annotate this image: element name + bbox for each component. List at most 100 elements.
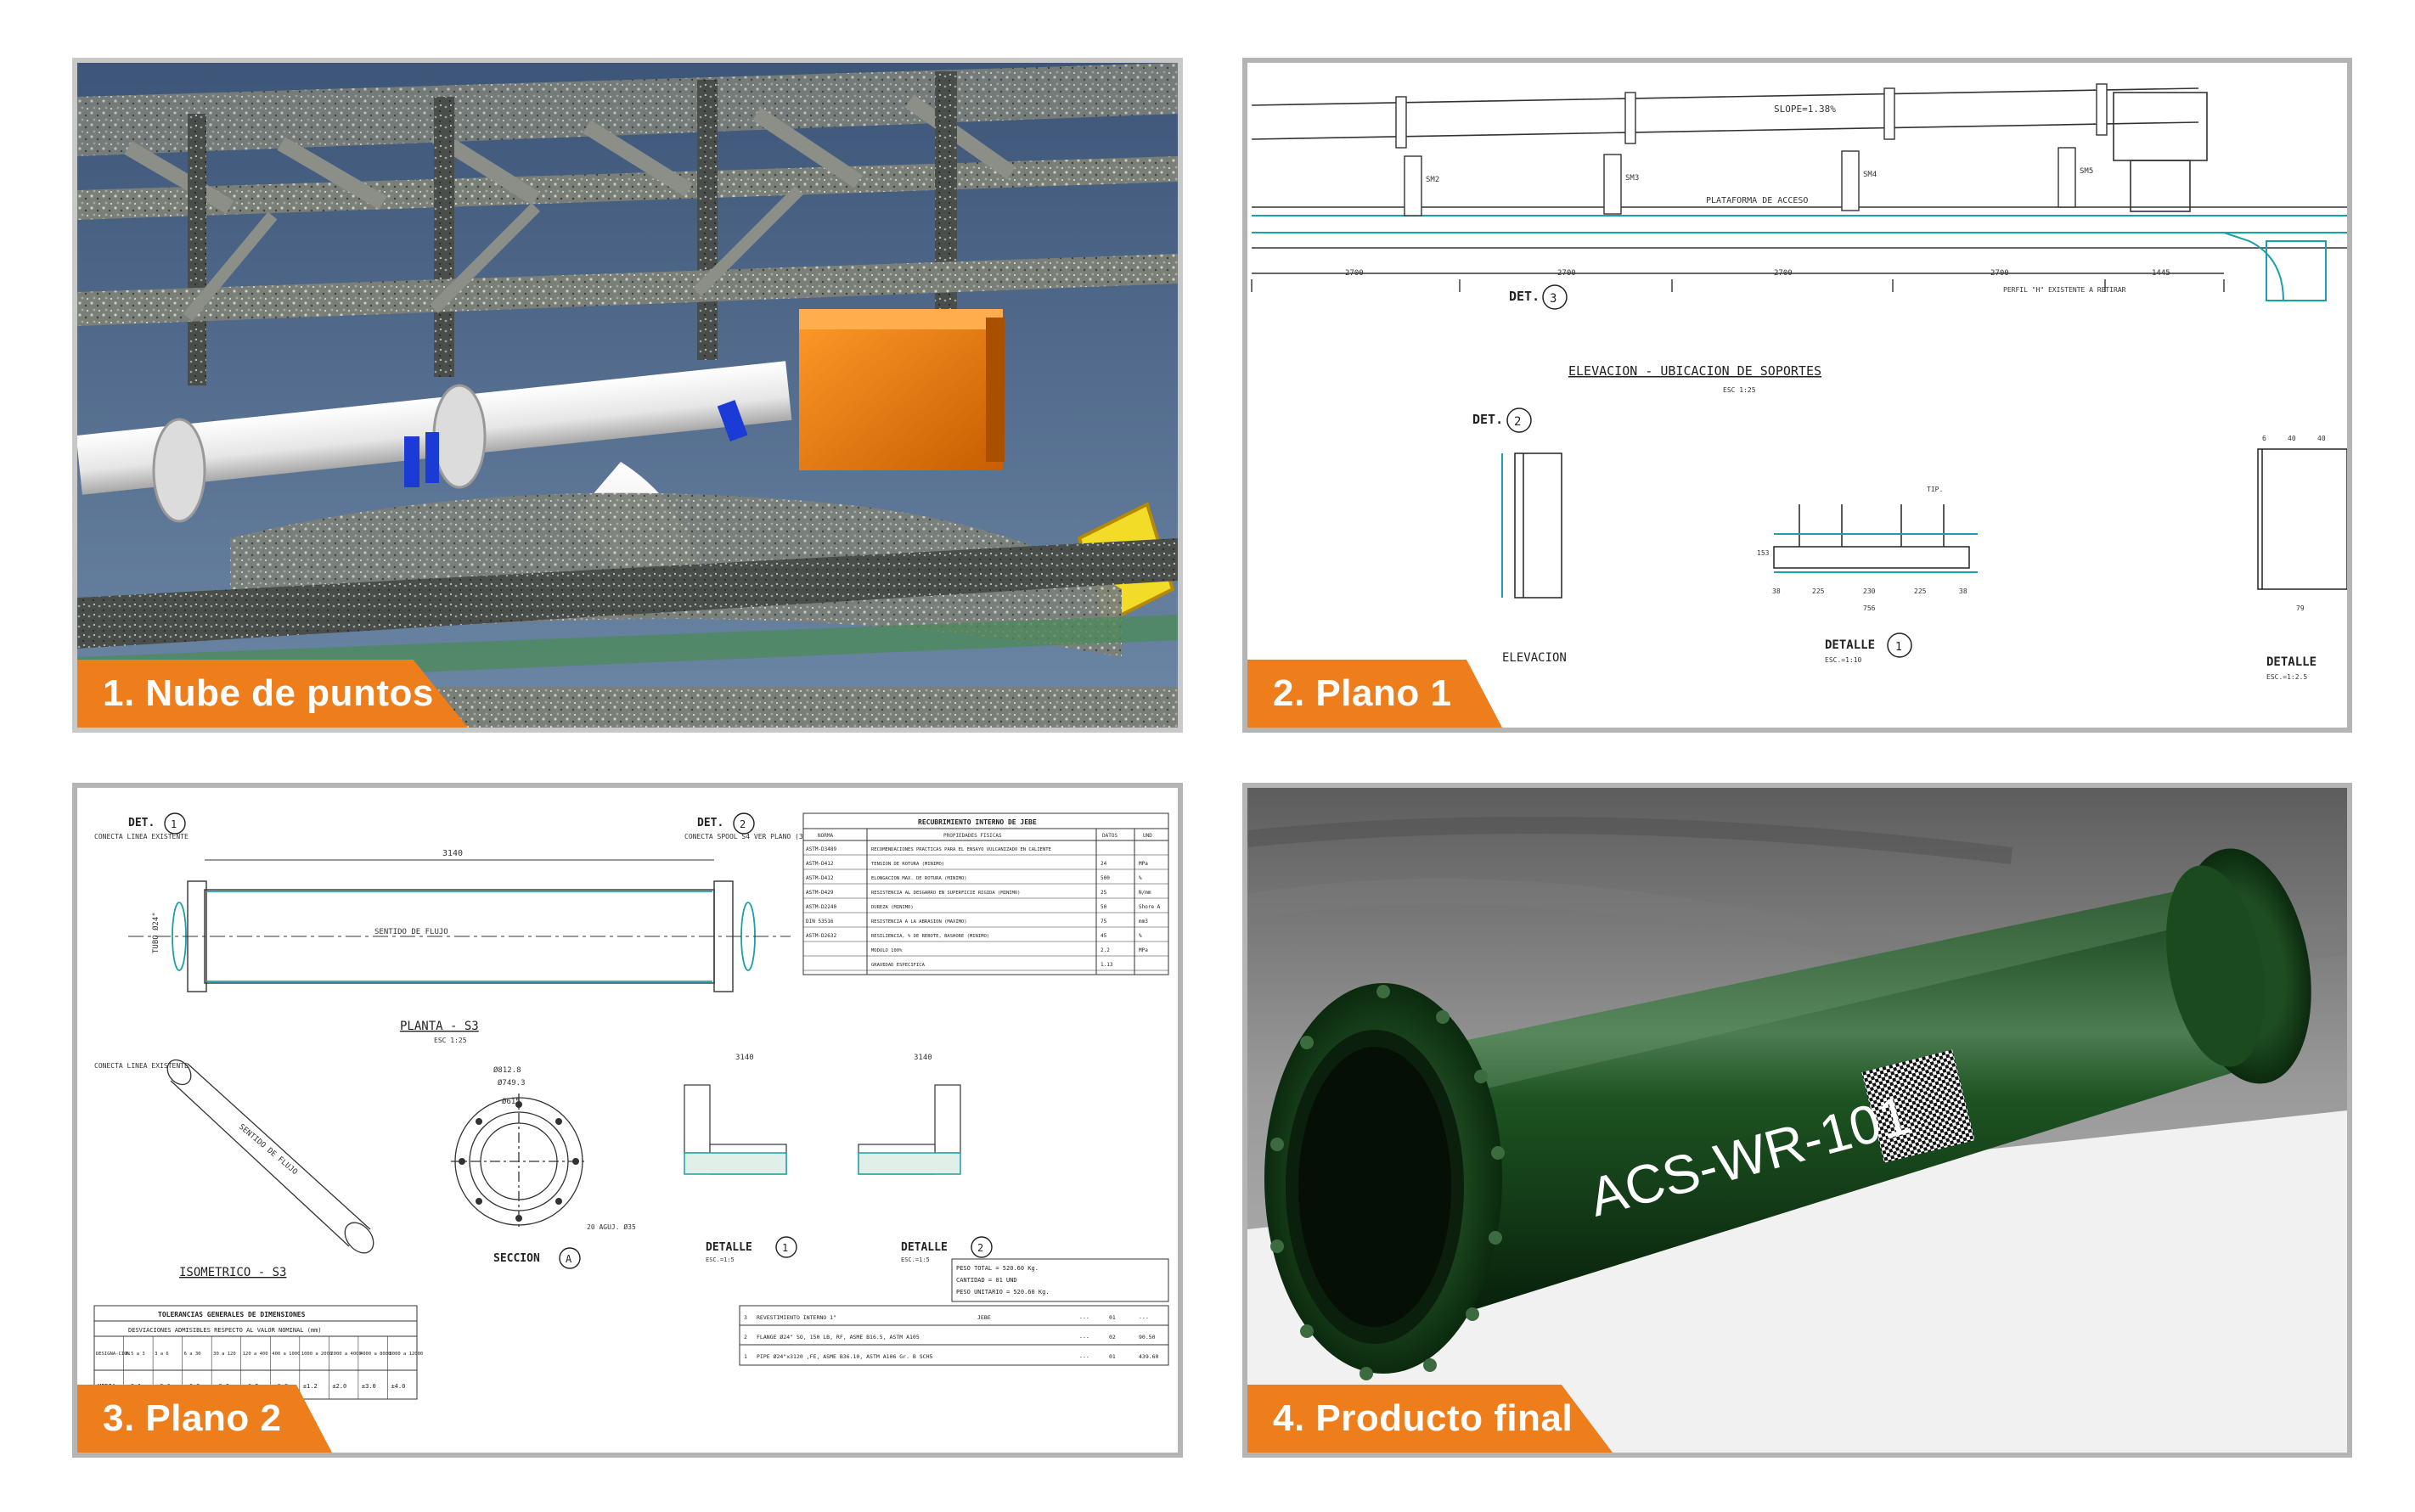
table-cell: 500 [1101, 875, 1110, 881]
bom-cell: REVESTIMIENTO INTERNO 1" [757, 1314, 836, 1321]
plataforma-label: PLATAFORMA DE ACCESO [1706, 196, 1808, 205]
tol-head-cell: 1000 a 2000 [301, 1352, 332, 1357]
dim-3: 2700 [1774, 269, 1793, 278]
det1-length: 3140 [735, 1054, 754, 1062]
detalle2-scale: ESC.=1:5 [901, 1256, 930, 1263]
bom-table [739, 1258, 1169, 1366]
dia-3: Ø615 [502, 1097, 521, 1106]
right-dim-a: 6 [2262, 435, 2266, 442]
tol-head-cell: 120 a 400 [243, 1352, 268, 1357]
tol-head-cell: 0.5 a 3 [126, 1352, 145, 1357]
det1-number: 1 [171, 818, 177, 830]
elevacion-label: ELEVACION [1502, 651, 1567, 665]
tol-value-cell: ±2.0 [332, 1383, 346, 1390]
tol-head-cell: 400 a 1000 [272, 1352, 300, 1357]
det1-height: 153 [1757, 549, 1770, 557]
det2-callout: DET. 2 [1472, 408, 1532, 433]
table-cell: ASTM-D412 [806, 875, 834, 881]
det1-label: DET. [128, 817, 155, 829]
table-cell: TENSION DE ROTURA (MINIMO) [871, 862, 944, 867]
detalle2-callout: DETALLE 2 ESC.=1:5 [901, 1236, 993, 1263]
det1-total: 756 [1863, 604, 1876, 612]
recub-title: RECUBRIMIENTO INTERNO DE JEBE [918, 818, 1037, 826]
tip-label: TIP. [1927, 486, 1943, 493]
tol-head-cell: 6 a 30 [184, 1352, 201, 1357]
dim-2: 2700 [1557, 269, 1576, 278]
recubrimiento-table [802, 812, 1169, 975]
tol-value-cell: ±1.2 [303, 1383, 318, 1390]
elevacion-scale: ESC 1:25 [1723, 386, 1756, 394]
table-cell: MPa [1139, 861, 1148, 867]
conecta-left: CONECTA LINEA EXISTENTE [94, 833, 189, 840]
cantidad: CANTIDAD = 01 UND [956, 1277, 1017, 1284]
iso-conecta: CONECTA LINEA EXISTENTE [94, 1062, 189, 1070]
iso-flow: SENTIDO DE FLUJO [237, 1123, 299, 1177]
detalle1-label: DETALLE [706, 1241, 752, 1254]
bom-cell: 3 [744, 1314, 747, 1321]
drawing-plano-2: DET. 1 DET. 2 CONECTA LINEA EXISTENTE CO… [93, 812, 1169, 1400]
table-cell: 24 [1101, 861, 1107, 867]
tol-head-cell: 3 a 6 [155, 1352, 169, 1357]
table-cell: ASTM-D429 [806, 890, 834, 896]
detalle2-number: 2 [977, 1242, 983, 1254]
detalle1-label: DETALLE [1825, 638, 1875, 652]
table-cell: RESILIENCIA, % DE REBOTE, BASHORE (MINIM… [871, 934, 989, 939]
bolt-holes [459, 1101, 579, 1222]
table-cell: RESISTENCIA AL DESGARRO EN SUPERFICIE RI… [871, 891, 1021, 896]
recub-head-datos: DATOS [1102, 833, 1117, 839]
det2-label: DET. [1472, 412, 1503, 427]
bom-cell: PIPE Ø24"x3120 ,FE, ASME B36.10, ASTM A1… [757, 1353, 932, 1360]
detalle1-callout: DETALLE 1 ESC.=1:5 [706, 1236, 797, 1263]
bom-cell: 2 [744, 1334, 747, 1341]
point-cloud-illustration [77, 63, 1178, 728]
table-cell: ASTM-D2632 [806, 933, 837, 939]
table-cell: Shore A [1139, 904, 1161, 910]
caption-label: 2. Plano 1 [1273, 672, 1452, 714]
tol-head-cell: 30 a 120 [213, 1352, 236, 1357]
seccion-letter: A [566, 1253, 572, 1265]
planta-title: PLANTA - S3 [400, 1020, 479, 1033]
planta-tubo: TUBO Ø24" [151, 912, 160, 953]
bom-cell: --- [1079, 1353, 1089, 1360]
table-cell: GRAVEDAD ESPECIFICA [871, 963, 926, 968]
conecta-right: CONECTA SPOOL S4 VER PLANO (340-P-60015) [684, 833, 848, 840]
table-cell: RESISTENCIA A LA ABRASION (MAXIMO) [871, 919, 967, 925]
bom-cell: 439.60 [1139, 1353, 1159, 1360]
detalle1-scale: ESC.=1:5 [706, 1256, 735, 1263]
bom-cell: 90.50 [1139, 1334, 1156, 1341]
det2-label: DET. [697, 817, 723, 829]
bom-cell: 02 [1109, 1334, 1116, 1341]
det1-callout: DET. 1 [128, 812, 186, 835]
recub-head-prop: PROPIEDADES FISICAS [943, 833, 1002, 839]
bom-cell: 1 [744, 1353, 747, 1360]
tol-title: TOLERANCIAS GENERALES DE DIMENSIONES [158, 1311, 306, 1318]
bom-cell: 01 [1109, 1314, 1116, 1321]
det1-dim-b: 225 [1812, 587, 1825, 595]
table-cell: ASTM-D3489 [806, 846, 837, 852]
dim-1: 2700 [1345, 269, 1364, 278]
bom-cell: JEBE [977, 1314, 991, 1321]
caption-label: 3. Plano 2 [103, 1397, 282, 1439]
caption-label: 4. Producto final [1273, 1397, 1573, 1439]
dia-1: Ø812.8 [493, 1065, 521, 1075]
bom-cell: --- [1139, 1314, 1149, 1321]
seccion-callout: SECCION A [493, 1247, 581, 1269]
right-dim-b: 40 [2288, 435, 2296, 442]
table-cell: MODULO 100% [871, 948, 903, 953]
panel-plano-1: SLOPE=1.38% PLATAFORMA DE ACCESO SM2 SM3… [1242, 58, 2352, 733]
detalle1-callout: DETALLE 1 ESC.=1:10 [1825, 632, 1912, 664]
planta-scale: ESC 1:25 [434, 1037, 467, 1044]
dim-4: 2700 [1990, 269, 2009, 278]
tol-value-cell: ±3.0 [362, 1383, 376, 1390]
recub-head-und: UND [1143, 833, 1152, 839]
table-cell: RECOMENDACIONES PRACTICAS PARA EL ENSAYO… [871, 847, 1051, 852]
table-cell: MPa [1139, 947, 1148, 953]
caption-tag: 3. Plano 2 [77, 1385, 332, 1453]
detalle1-scale: ESC.=1:10 [1825, 656, 1862, 664]
table-cell: mm3 [1139, 919, 1148, 925]
seccion-label: SECCION [493, 1252, 540, 1265]
table-cell: DUREZA (MINIMO) [871, 905, 914, 910]
det2-length: 3140 [914, 1054, 932, 1062]
table-cell: 50 [1101, 904, 1107, 910]
recub-head-norma: NORMA [818, 833, 833, 839]
